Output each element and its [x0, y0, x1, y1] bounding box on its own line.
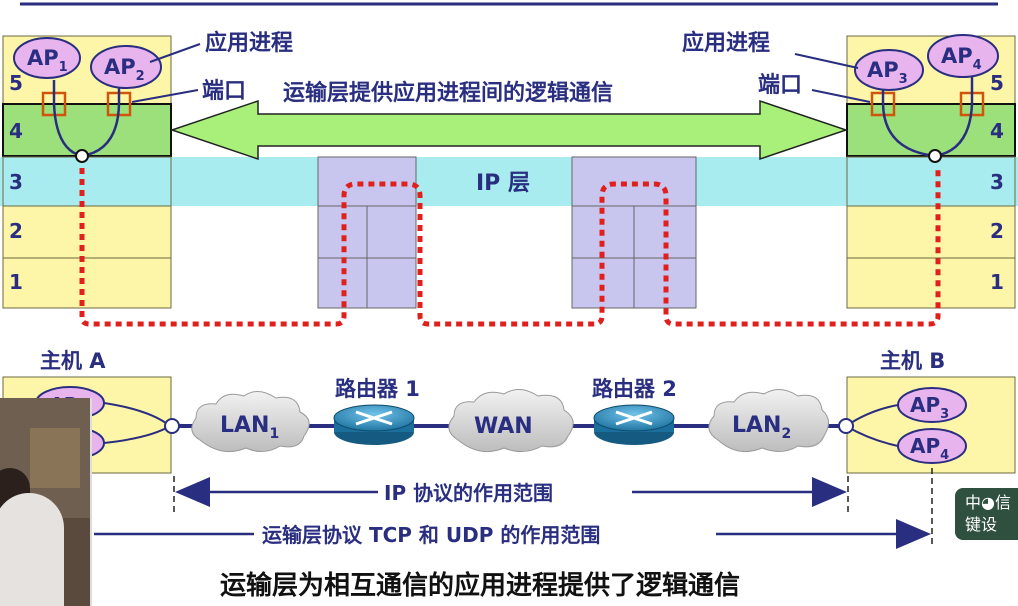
host-a-ap1-ellipse — [13, 37, 81, 79]
host-a-nic — [164, 418, 180, 434]
logical-comm-arrow — [169, 99, 849, 161]
host-a-layer3-label: 3 — [9, 170, 23, 194]
pointer-app-left — [149, 43, 201, 63]
slide-caption: 运输层为相互通信的应用进程提供了逻辑通信 — [220, 570, 740, 601]
host-b-layer1 — [846, 257, 1016, 309]
router-2-name: 路由器 2 — [592, 377, 677, 401]
host-a-layer2-label: 2 — [9, 219, 23, 243]
host-b-ap3-label: AP3 — [867, 58, 908, 87]
host-b-name: 主机 B — [880, 349, 945, 373]
host-a-layer4 — [2, 103, 172, 157]
lan2-label: LAN2 — [732, 413, 791, 442]
ip-scope-label: IP 协议的作用范围 — [384, 481, 553, 505]
host-b-bottom-ap3-label: AP3 — [910, 393, 949, 422]
pointer-port-right — [811, 89, 871, 103]
host-a-ap2-label: AP2 — [104, 55, 145, 84]
host-b-ap3-ellipse — [854, 49, 924, 91]
host-a-layer1 — [2, 257, 172, 309]
lan1-cloud — [191, 391, 310, 453]
host-b-layer4-label: 4 — [990, 119, 1004, 143]
router-2-icon — [593, 404, 675, 445]
transport-logical-label: 运输层提供应用进程间的逻辑通信 — [283, 80, 613, 106]
router-2-stack — [571, 156, 697, 309]
host-b-ap4-ellipse — [927, 34, 999, 78]
port-label-right: 端口 — [758, 73, 802, 98]
webcam-overlay — [0, 398, 92, 606]
host-b-layer3 — [846, 156, 1016, 207]
host-b-layer5-label: 5 — [990, 71, 1004, 95]
host-a-layer2 — [2, 205, 172, 259]
host-b-nic — [838, 418, 854, 434]
host-a-name: 主机 A — [40, 349, 106, 373]
host-b-layer3-label: 3 — [990, 170, 1004, 194]
router-1-layer3 — [317, 156, 417, 207]
host-b-layer2-label: 2 — [990, 219, 1004, 243]
port-label-left: 端口 — [202, 79, 246, 104]
pointer-port-left — [131, 89, 199, 103]
app-process-label-left: 应用进程 — [205, 30, 293, 56]
host-b-bottom-ap4-label: AP4 — [910, 434, 949, 463]
app-process-label-right: 应用进程 — [682, 30, 770, 56]
host-b-ap4-label: AP4 — [941, 44, 982, 73]
wan-label: WAN — [474, 414, 533, 439]
host-b-socket-point — [928, 149, 942, 163]
lan1-label: LAN1 — [220, 413, 279, 442]
router-1-icon — [333, 404, 415, 445]
host-b-layer1-label: 1 — [990, 270, 1004, 294]
host-a-layer4-label: 4 — [9, 119, 23, 143]
router-1-stack — [317, 156, 417, 309]
router-1-name: 路由器 1 — [335, 377, 420, 401]
host-a-layer3 — [2, 156, 172, 207]
host-a-layer1-label: 1 — [9, 270, 23, 294]
wan-cloud — [448, 389, 574, 453]
host-b-layer2 — [846, 205, 1016, 259]
host-b-layer4 — [846, 103, 1016, 157]
ip-layer-label: IP 层 — [476, 171, 530, 196]
host-a-ap1-label: AP1 — [27, 46, 68, 75]
host-a-ap2-ellipse — [90, 45, 162, 89]
watermark-line-1: 中◕信 — [965, 493, 1011, 512]
pointer-app-right — [794, 53, 859, 69]
watermark-badge: 中◕信 键设 — [955, 488, 1018, 540]
transport-scope-label: 运输层协议 TCP 和 UDP 的作用范围 — [262, 523, 600, 547]
host-b-curve-1 — [881, 90, 936, 158]
host-a-layer5-label: 5 — [9, 71, 23, 95]
host-a-curve-2 — [81, 88, 121, 158]
host-a-socket-point — [75, 149, 89, 163]
lan2-cloud — [708, 389, 829, 453]
watermark-line-2: 键设 — [965, 515, 998, 534]
host-b-curve-2 — [934, 77, 974, 158]
